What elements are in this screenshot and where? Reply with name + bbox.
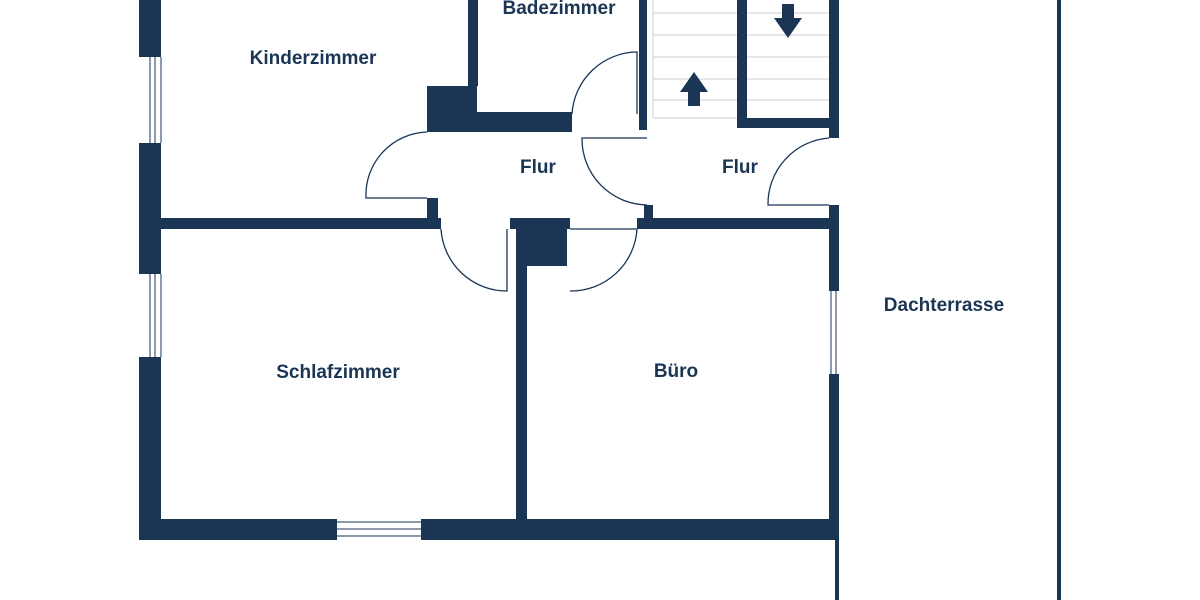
wall-schlaf-buero — [516, 229, 527, 519]
arrow-down-icon — [774, 4, 802, 38]
room-label-schlafzimmer: Schlafzimmer — [276, 362, 400, 383]
room-labels: Kinderzimmer Badezimmer Flur Flur Schlaf… — [250, 0, 1005, 383]
room-label-dachterrasse: Dachterrasse — [884, 295, 1004, 316]
wall-bottom-left — [139, 519, 337, 540]
wall-right-lower — [829, 374, 839, 540]
doors — [365, 51, 830, 292]
window-buero — [830, 291, 837, 374]
wall-mid-center — [510, 218, 570, 229]
wall-mid-right — [637, 218, 829, 229]
wall-flur-top — [427, 122, 572, 132]
window-schlafzimmer-left — [149, 274, 162, 357]
windows — [149, 57, 837, 537]
window-schlafzimmer-bottom — [337, 521, 421, 537]
door-buero — [569, 228, 638, 292]
wall-stair-bottom-left — [639, 116, 647, 130]
column-block — [527, 229, 567, 266]
wall-terrace-left-bottom — [835, 540, 839, 600]
wall-left-low — [139, 357, 161, 540]
wall-bad-bottom — [468, 112, 572, 122]
room-label-kinderzimmer: Kinderzimmer — [250, 48, 377, 69]
arrow-up-icon — [680, 72, 708, 106]
wall-mid-left — [161, 218, 441, 229]
wall-left-top — [139, 0, 161, 57]
wall-bottom-right — [421, 519, 839, 540]
room-label-flur-right: Flur — [722, 157, 758, 178]
room-label-buero: Büro — [654, 361, 698, 382]
wall-stair-left — [639, 0, 647, 116]
wall-left-mid — [139, 143, 161, 274]
window-kinderzimmer — [149, 57, 162, 143]
stair-up-flight — [652, 0, 737, 119]
door-schlafzimmer — [440, 228, 508, 292]
door-kinderzimmer — [365, 131, 428, 199]
door-badezimmer — [571, 51, 638, 115]
staircase — [652, 0, 829, 119]
walls — [139, 0, 1061, 600]
wall-bad-left — [468, 0, 478, 86]
wall-right-mid — [829, 205, 839, 291]
wall-kinder-flur-lower — [427, 198, 438, 218]
wall-terrace-right — [1057, 0, 1061, 600]
wall-stair-inner-left — [737, 0, 747, 128]
wall-right-top — [829, 0, 839, 138]
door-flur-stair — [581, 137, 648, 206]
door-terrace — [767, 137, 830, 206]
wall-flur2-bottom-left — [644, 205, 653, 229]
room-label-flur-left: Flur — [520, 157, 556, 178]
room-label-badezimmer: Badezimmer — [503, 0, 617, 19]
wall-stair-inner-bottom — [737, 118, 829, 128]
